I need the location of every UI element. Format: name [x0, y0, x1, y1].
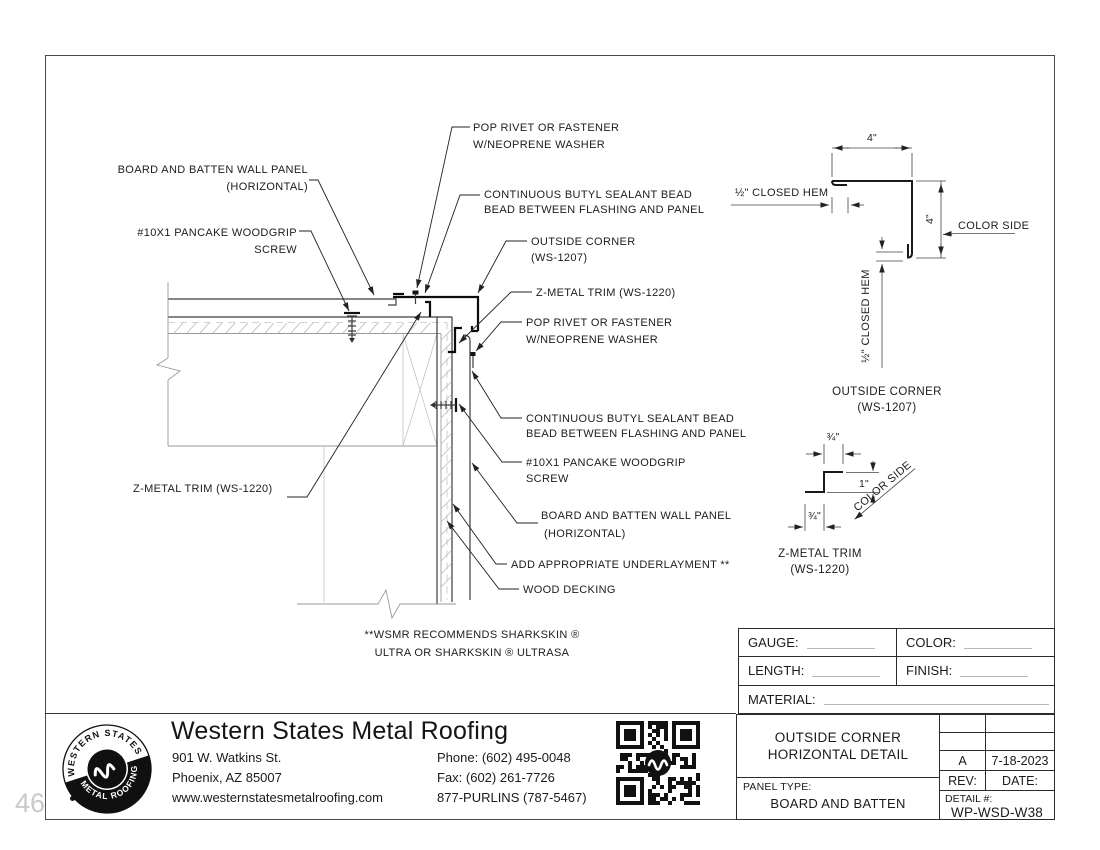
- address-line2: Phoenix, AZ 85007: [172, 770, 282, 785]
- gauge-blank: [806, 637, 875, 649]
- finish-blank: [960, 665, 1029, 677]
- sheet-border: [45, 55, 1055, 820]
- callout-wall-panel-left-2: (HORIZONTAL): [226, 181, 308, 193]
- detail-number-label: DETAIL #:: [945, 793, 993, 805]
- label-hem-left: ½" CLOSED HEM: [735, 187, 828, 199]
- drawing-title-line1: OUTSIDE CORNER: [774, 730, 902, 745]
- company-address: 901 W. Watkins St. Phoenix, AZ 85007 www…: [172, 748, 383, 808]
- length-blank: [812, 665, 881, 677]
- callout-wall-panel-right-2: (HORIZONTAL): [544, 528, 626, 540]
- callout-butyl-top-2: BEAD BETWEEN FLASHING AND PANEL: [484, 204, 704, 216]
- rev-value: A: [958, 753, 967, 768]
- outside-corner-profile: 4" ½" CLOSED HEM 4" ½" CLOSED HEM COLOR …: [731, 132, 1029, 414]
- rev-label: REV:: [948, 773, 977, 788]
- dim-corner-height: 4": [924, 214, 936, 224]
- page-number: 46: [15, 788, 46, 818]
- length-label: LENGTH:: [748, 663, 805, 679]
- material-blank: [823, 693, 1049, 706]
- fax-line: Fax: (602) 261-7726: [437, 770, 555, 785]
- callout-ztrim-left: Z-METAL TRIM (WS-1220): [133, 483, 273, 495]
- finish-label: FINISH:: [906, 663, 953, 679]
- drawing-title: OUTSIDE CORNER HORIZONTAL DETAIL: [737, 715, 939, 778]
- rev-empty-row-2: [940, 733, 1054, 751]
- company-phones: Phone: (602) 495-0048 Fax: (602) 261-772…: [437, 748, 587, 808]
- callout-rivet-right-2: W/NEOPRENE WASHER: [526, 334, 658, 346]
- spec-row-1: GAUGE: COLOR:: [739, 629, 1054, 658]
- dim-z-web: 1": [859, 478, 869, 490]
- corner-trim: [393, 292, 480, 333]
- horizontal-wall-section: [155, 282, 452, 604]
- rev-empty-row-1: [940, 715, 1054, 733]
- qr-code: [616, 721, 700, 805]
- callout-outside-corner-2: (WS-1207): [531, 252, 587, 264]
- company-website: www.westernstatesmetalroofing.com: [172, 790, 383, 805]
- callout-outside-corner-1: OUTSIDE CORNER: [531, 236, 636, 248]
- callout-screw-left-1: #10X1 PANCAKE WOODGRIP: [137, 227, 297, 239]
- detail-number-cell: DETAIL #: WP-WSD-W38: [940, 791, 1054, 820]
- panel-type-cell: PANEL TYPE: BOARD AND BATTEN: [737, 778, 939, 819]
- callout-screw-right-2: SCREW: [526, 473, 569, 485]
- corner-detail-drawing: BOARD AND BATTEN WALL PANEL (HORIZONTAL)…: [118, 122, 1029, 659]
- callout-wall-panel-left-1: BOARD AND BATTEN WALL PANEL: [118, 164, 308, 176]
- detail-number-value: WP-WSD-W38: [951, 805, 1043, 820]
- address-line1: 901 W. Watkins St.: [172, 750, 282, 765]
- gauge-label: GAUGE:: [748, 635, 799, 651]
- company-name: Western States Metal Roofing: [171, 717, 509, 745]
- z-metal-trim-profile: ¾" 1" ¾" COLOR SIDE Z-METAL TRIM (WS-122…: [778, 431, 916, 576]
- callout-screw-right-1: #10X1 PANCAKE WOODGRIP: [526, 457, 686, 469]
- caption-z-trim-2: (WS-1220): [790, 564, 849, 576]
- callout-rivet-right-1: POP RIVET OR FASTENER: [526, 317, 672, 329]
- pancake-screw-right: [430, 398, 458, 412]
- callout-ztrim-right: Z-METAL TRIM (WS-1220): [536, 287, 676, 299]
- rev-label-row: REV: DATE:: [940, 771, 1054, 791]
- dim-corner-width: 4": [867, 132, 877, 144]
- color-blank: [963, 637, 1032, 649]
- dim-z-top: ¾": [827, 431, 840, 443]
- callout-screw-left-2: SCREW: [254, 244, 297, 256]
- callout-wall-panel-right-1: BOARD AND BATTEN WALL PANEL: [541, 510, 731, 522]
- panel-type-value: BOARD AND BATTEN: [770, 796, 906, 811]
- pop-rivet-top: [412, 290, 419, 304]
- sharkskin-note-1: **WSMR RECOMMENDS SHARKSKIN ®: [364, 629, 579, 641]
- z-metal-trim-top: [425, 300, 432, 317]
- callout-butyl-right-2: BEAD BETWEEN FLASHING AND PANEL: [526, 428, 746, 440]
- spec-table: GAUGE: COLOR: LENGTH: FINISH: MATERIAL:: [738, 628, 1055, 714]
- callout-underlayment: ADD APPROPRIATE UNDERLAYMENT **: [511, 559, 730, 571]
- dim-z-bottom: ¾": [808, 510, 821, 522]
- callout-butyl-top-1: CONTINUOUS BUTYL SEALANT BEAD: [484, 189, 692, 201]
- pop-rivet-right: [470, 352, 476, 368]
- logo-registered-dot: [70, 796, 75, 801]
- caption-z-trim-1: Z-METAL TRIM: [778, 548, 862, 560]
- sharkskin-note-2: ULTRA OR SHARKSKIN ® ULTRASA: [375, 647, 570, 659]
- pancake-screw-top: [344, 311, 360, 343]
- date-value: 7-18-2023: [991, 753, 1049, 768]
- spec-row-3: MATERIAL:: [739, 686, 1054, 713]
- spec-row-2: LENGTH: FINISH:: [739, 657, 1054, 686]
- callout-rivet-top-2: W/NEOPRENE WASHER: [473, 139, 605, 151]
- logo-wave-icon: [93, 763, 116, 779]
- phone-line: Phone: (602) 495-0048: [437, 750, 571, 765]
- title-block: OUTSIDE CORNER HORIZONTAL DETAIL PANEL T…: [736, 714, 1055, 820]
- callout-wood-decking: WOOD DECKING: [523, 584, 616, 596]
- callout-rivet-top-1: POP RIVET OR FASTENER: [473, 122, 619, 134]
- rev-value-row: A 7-18-2023: [940, 751, 1054, 771]
- drawing-title-line2: HORIZONTAL DETAIL: [767, 747, 909, 762]
- tollfree-line: 877-PURLINS (787-5467): [437, 790, 587, 805]
- vertical-wall-section: [297, 317, 471, 620]
- callout-butyl-right-1: CONTINUOUS BUTYL SEALANT BEAD: [526, 413, 734, 425]
- label-color-side-corner: COLOR SIDE: [958, 220, 1029, 232]
- caption-outside-corner-1: OUTSIDE CORNER: [832, 386, 942, 398]
- leader-lines: [287, 126, 538, 590]
- z-metal-trim-right: [448, 326, 462, 354]
- label-hem-bottom: ½" CLOSED HEM: [860, 269, 872, 362]
- date-label: DATE:: [1002, 773, 1038, 788]
- color-label: COLOR:: [906, 635, 956, 651]
- caption-outside-corner-2: (WS-1207): [857, 402, 916, 414]
- footer-divider: [45, 713, 736, 714]
- material-label: MATERIAL:: [748, 691, 816, 707]
- panel-type-label: PANEL TYPE:: [743, 781, 812, 793]
- company-logo: WESTERN STATES METAL ROOFING: [60, 722, 152, 814]
